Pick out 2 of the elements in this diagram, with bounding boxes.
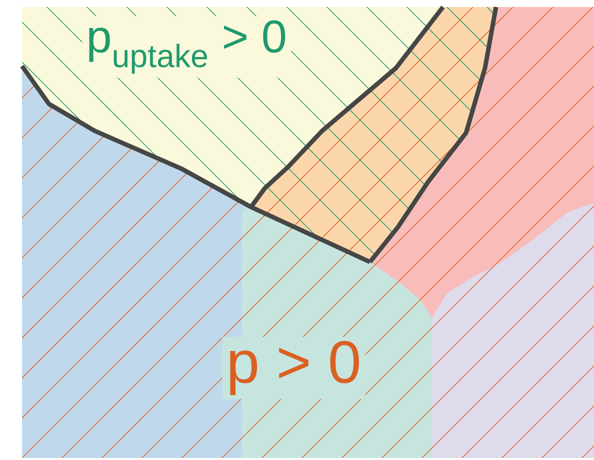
region-label: p$_{uptake}$ > 0 <box>82 16 291 78</box>
region-label: p > 0 <box>222 336 366 400</box>
